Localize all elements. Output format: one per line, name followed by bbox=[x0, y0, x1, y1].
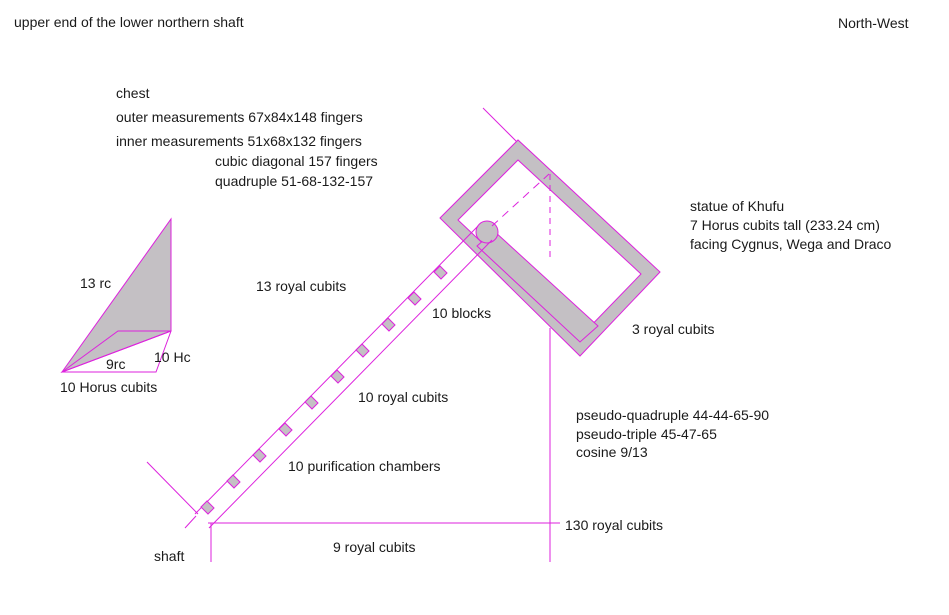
chest-outer-measurements: outer measurements 67x84x148 fingers bbox=[116, 109, 363, 125]
triangle-bottom-label: 10 Horus cubits bbox=[60, 379, 158, 395]
ratio-pseudo-triple: pseudo-triple 45-47-65 bbox=[576, 426, 717, 442]
statue-label-line3: facing Cygnus, Wega and Draco bbox=[690, 236, 892, 252]
chest-quadruple: quadruple 51-68-132-157 bbox=[215, 173, 374, 189]
statue-label-line1: statue of Khufu bbox=[690, 198, 785, 214]
shaft-block bbox=[278, 422, 293, 437]
diagram-title: upper end of the lower northern shaft bbox=[14, 14, 244, 30]
ten-royal-cubits-label: 10 royal cubits bbox=[358, 389, 449, 405]
chest-inner-measurements: inner measurements 51x68x132 fingers bbox=[116, 133, 362, 149]
statue-head-circle bbox=[475, 220, 499, 244]
shaft-block bbox=[252, 448, 267, 463]
shaft-label: shaft bbox=[154, 548, 185, 564]
chest-heading: chest bbox=[116, 85, 150, 101]
nine-royal-cubits-label: 9 royal cubits bbox=[333, 539, 416, 555]
orientation-label: North-West bbox=[838, 15, 909, 31]
shaft-block bbox=[200, 500, 215, 515]
three-royal-cubits-label: 3 royal cubits bbox=[632, 321, 715, 337]
triangle-side-label: 10 Hc bbox=[154, 349, 191, 365]
shaft-block bbox=[355, 343, 370, 358]
purification-chambers-label: 10 purification chambers bbox=[288, 458, 441, 474]
small-triangle-inner-diag bbox=[61, 330, 172, 373]
ten-blocks-label: 10 blocks bbox=[432, 305, 492, 321]
shaft-extension bbox=[184, 515, 197, 529]
shaft-blocks bbox=[200, 265, 448, 515]
one-thirty-royal-cubits-label: 130 royal cubits bbox=[565, 517, 664, 533]
statue-label-line2: 7 Horus cubits tall (233.24 cm) bbox=[690, 217, 880, 233]
ratio-cosine: cosine 9/13 bbox=[576, 444, 648, 460]
shaft-block bbox=[407, 291, 422, 306]
lower-diagonal-reference bbox=[146, 461, 199, 515]
triangle-hypotenuse-label: 13 rc bbox=[80, 275, 112, 291]
shaft-block bbox=[304, 395, 319, 410]
shaft-block bbox=[226, 474, 241, 489]
shaft-edge-lower bbox=[208, 239, 493, 529]
shaft-block bbox=[433, 265, 448, 280]
chest-cubic-diagonal: cubic diagonal 157 fingers bbox=[215, 153, 378, 169]
triangle-base-label: 9rc bbox=[106, 356, 126, 372]
shaft-block bbox=[381, 317, 396, 332]
ratio-pseudo-quadruple: pseudo-quadruple 44-44-65-90 bbox=[576, 407, 770, 423]
shaft-block bbox=[330, 369, 345, 384]
thirteen-royal-cubits-label: 13 royal cubits bbox=[256, 278, 347, 294]
